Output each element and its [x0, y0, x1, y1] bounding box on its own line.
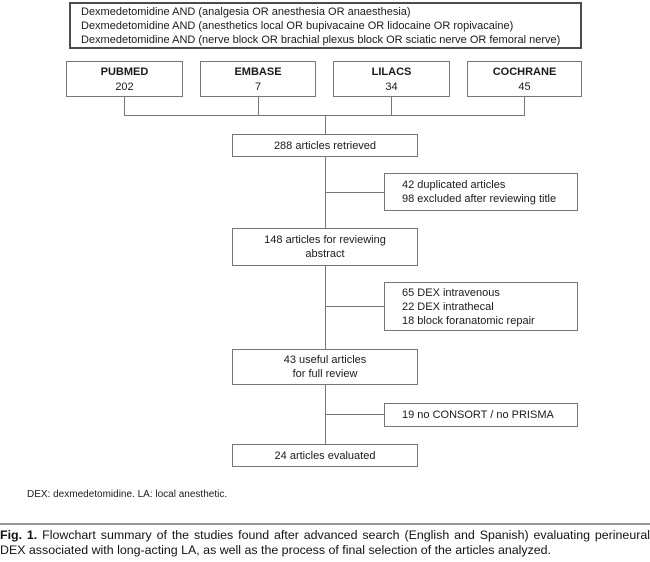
exclusion-line: 22 DEX intrathecal — [402, 300, 494, 313]
search-strategy-box: Dexmedetomidine AND (analgesia OR anesth… — [69, 2, 582, 49]
connector-collector — [124, 115, 525, 116]
db-count: 45 — [518, 81, 531, 93]
flow-box-evaluated: 24 articles evaluated — [232, 444, 418, 467]
flow-box-text: 43 useful articles — [283, 354, 367, 366]
db-box-pubmed: PUBMED 202 — [66, 61, 183, 97]
flow-box-retrieved: 288 articles retrieved — [232, 134, 418, 157]
connector-stub-cochrane — [524, 97, 525, 116]
db-count: 34 — [385, 81, 398, 93]
connector-branch-dex-routes — [326, 306, 384, 307]
connector-trunk-1 — [325, 115, 326, 134]
exclusion-line: 18 block foranatomic repair — [402, 314, 535, 327]
connector-trunk-3 — [325, 266, 326, 349]
db-name: LILACS — [371, 66, 412, 78]
connector-branch-no-consort — [326, 414, 384, 415]
exclusion-box-no-consort: 19 no CONSORT / no PRISMA — [384, 403, 578, 427]
flow-box-abstract: 148 articles for reviewing abstract — [232, 228, 418, 266]
exclusion-line: 65 DEX intravenous — [402, 286, 500, 299]
search-strategy-line: Dexmedetomidine AND (nerve block OR brac… — [81, 33, 561, 46]
caption-label: Fig. 1. — [0, 528, 38, 542]
flow-box-text: abstract — [305, 248, 345, 260]
connector-stub-pubmed — [124, 97, 125, 116]
flow-box-full-review: 43 useful articles for full review — [232, 349, 418, 385]
connector-stub-embase — [258, 97, 259, 116]
search-strategy-line: Dexmedetomidine AND (anesthetics local O… — [81, 19, 514, 32]
exclusion-box-dex-routes: 65 DEX intravenous 22 DEX intrathecal 18… — [384, 282, 578, 331]
connector-trunk-4 — [325, 385, 326, 444]
exclusion-line: 42 duplicated articles — [402, 179, 506, 191]
db-name: EMBASE — [234, 66, 282, 78]
db-count: 7 — [254, 81, 262, 93]
db-box-lilacs: LILACS 34 — [333, 61, 450, 97]
flow-box-text: 288 articles retrieved — [273, 139, 377, 152]
db-box-cochrane: COCHRANE 45 — [467, 61, 582, 97]
caption-rule — [0, 523, 650, 525]
exclusion-box-duplicates: 42 duplicated articles 98 excluded after… — [384, 173, 578, 211]
db-name: PUBMED — [100, 66, 149, 78]
flow-box-text: 148 articles for reviewing — [264, 234, 386, 246]
connector-stub-lilacs — [391, 97, 392, 116]
flow-box-text: for full review — [292, 368, 358, 380]
search-strategy-line: Dexmedetomidine AND (analgesia OR anesth… — [81, 6, 411, 18]
db-name: COCHRANE — [492, 66, 557, 78]
connector-branch-duplicates — [326, 192, 384, 193]
flow-box-text: 24 articles evaluated — [274, 449, 376, 462]
connector-trunk-2 — [325, 157, 326, 228]
caption-text: Flowchart summary of the studies found a… — [0, 528, 650, 557]
exclusion-line: 98 excluded after reviewing title — [402, 193, 557, 205]
figure-caption: Fig. 1. Flowchart summary of the studies… — [0, 528, 650, 558]
figure-footnote: DEX: dexmedetomidine. LA: local anesthet… — [27, 489, 228, 500]
db-box-embase: EMBASE 7 — [200, 61, 316, 97]
db-count: 202 — [115, 81, 134, 93]
exclusion-line: 19 no CONSORT / no PRISMA — [402, 409, 554, 421]
